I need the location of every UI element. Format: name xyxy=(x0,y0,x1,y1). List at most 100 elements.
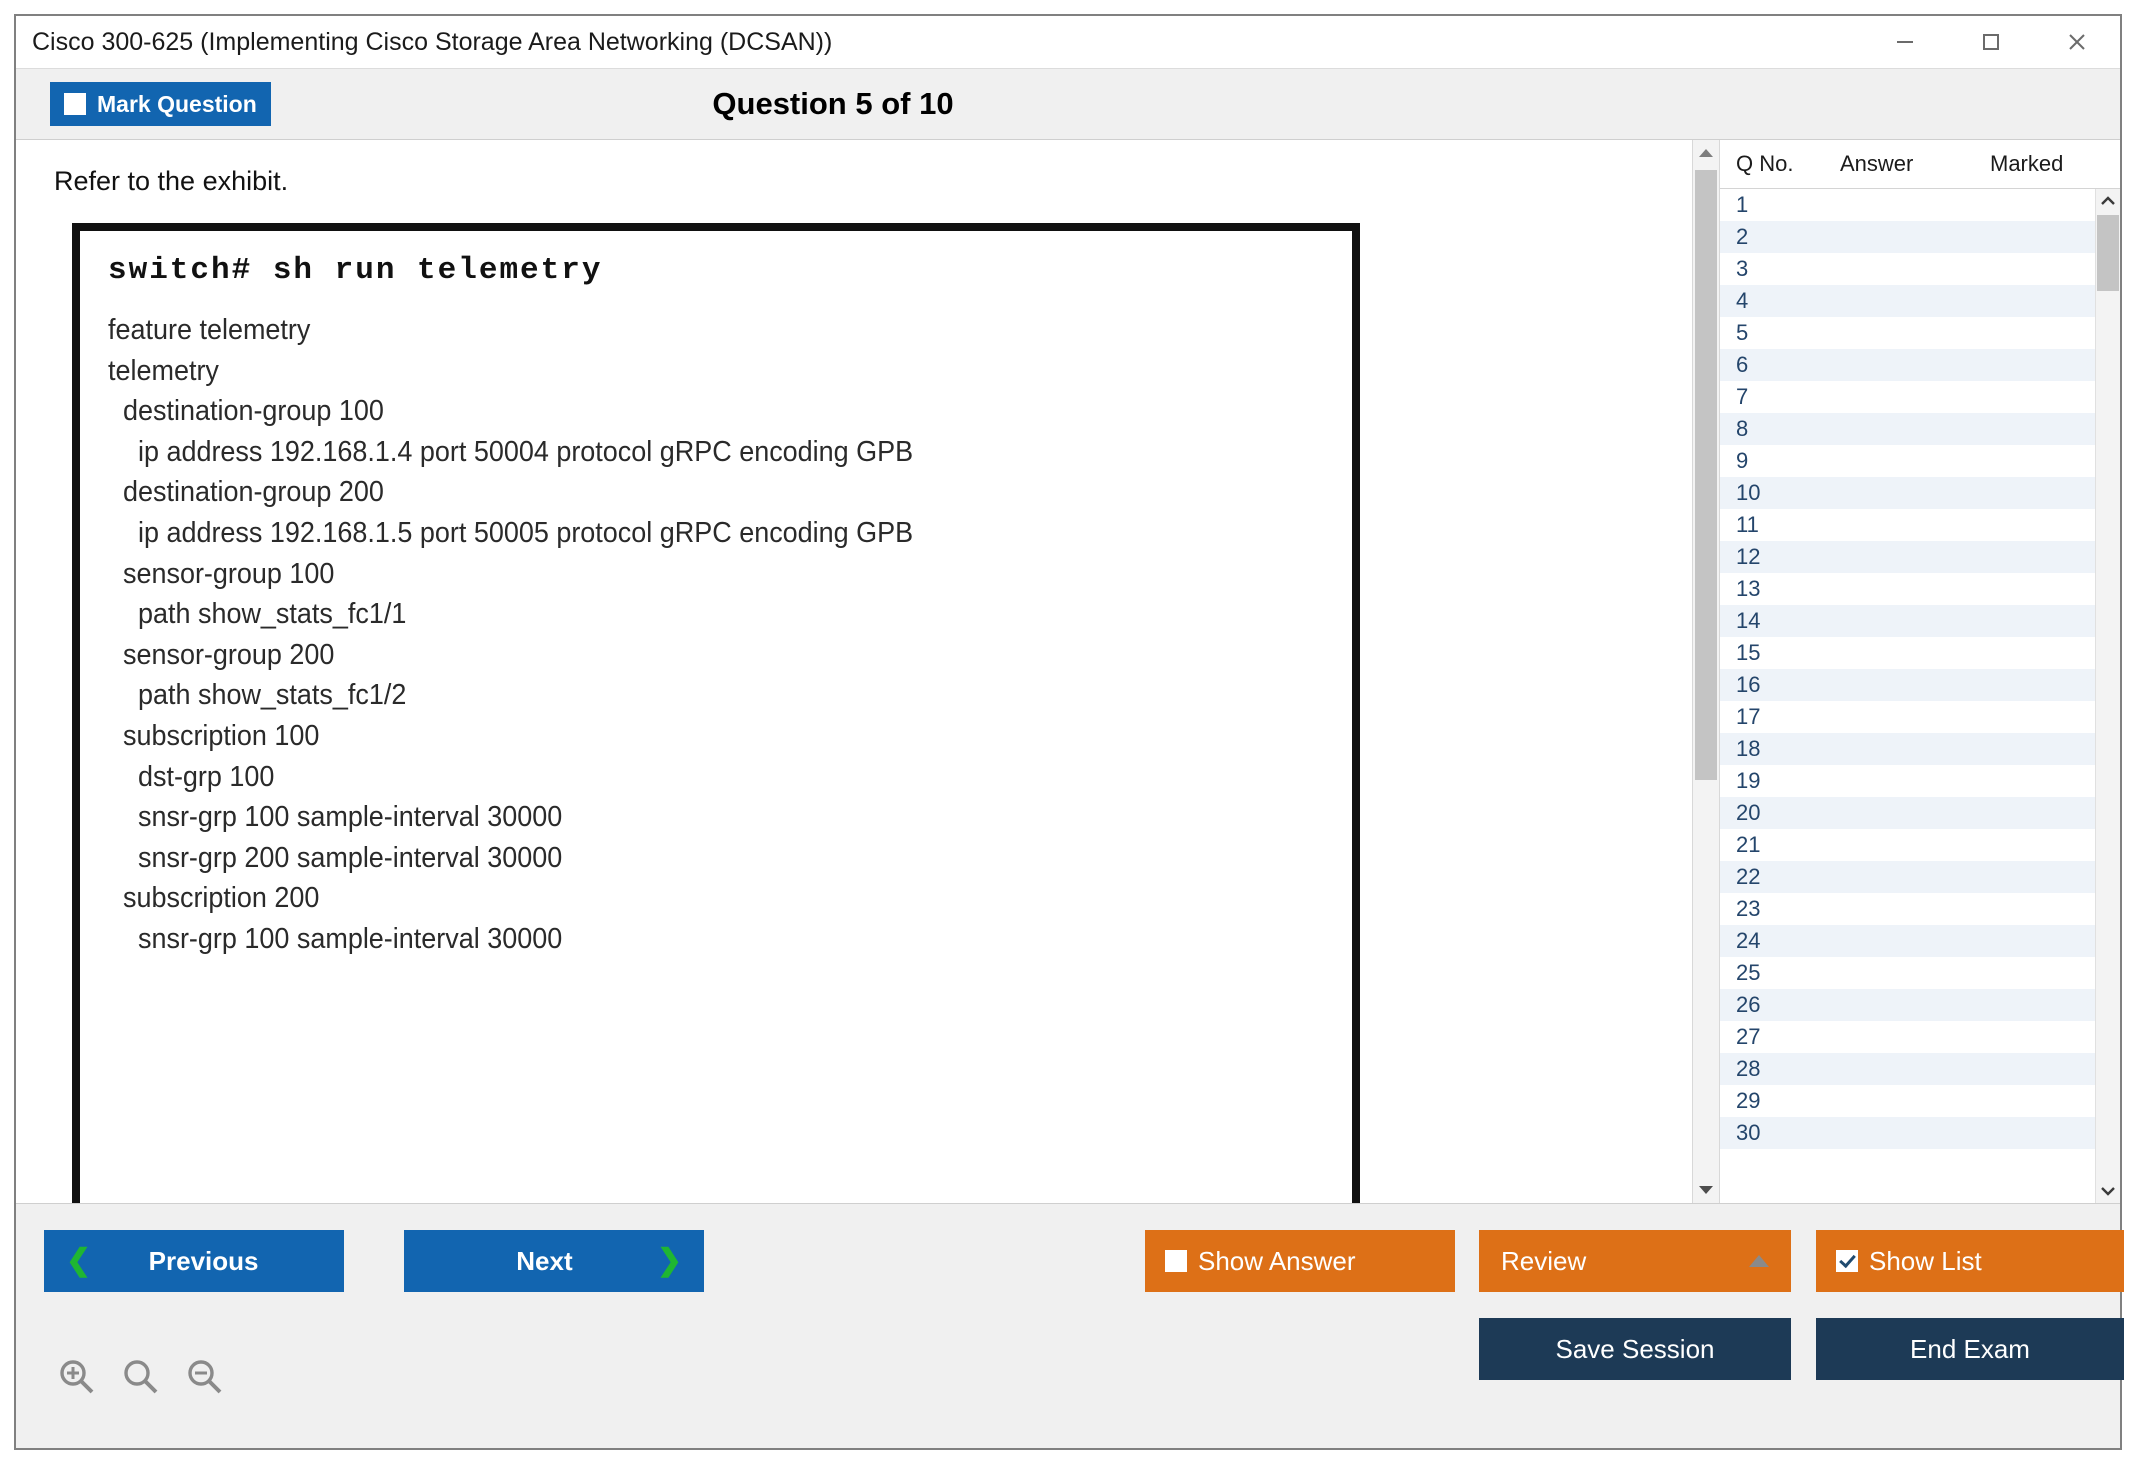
table-row[interactable]: 28 xyxy=(1720,1053,2095,1085)
end-exam-label: End Exam xyxy=(1910,1333,2030,1364)
table-row[interactable]: 24 xyxy=(1720,925,2095,957)
row-question-number: 20 xyxy=(1736,800,1761,825)
table-row[interactable]: 17 xyxy=(1720,701,2095,733)
show-list-label: Show List xyxy=(1869,1245,1982,1276)
previous-label: Previous xyxy=(148,1245,259,1276)
table-row[interactable]: 9 xyxy=(1720,445,2095,477)
table-row[interactable]: 5 xyxy=(1720,317,2095,349)
mark-question-button[interactable]: Mark Question xyxy=(50,82,271,126)
list-scroll-up-arrow-icon[interactable] xyxy=(2096,189,2120,213)
row-question-number: 21 xyxy=(1736,832,1761,857)
table-row[interactable]: 25 xyxy=(1720,957,2095,989)
column-header-qno: Q No. xyxy=(1736,151,1794,176)
triangle-up-icon xyxy=(1749,1255,1769,1267)
table-row[interactable]: 1 xyxy=(1720,189,2095,221)
mark-question-checkbox[interactable] xyxy=(64,93,86,115)
row-question-number: 19 xyxy=(1736,768,1761,793)
row-question-number: 29 xyxy=(1736,1088,1761,1113)
review-label: Review xyxy=(1501,1245,1587,1276)
row-question-number: 22 xyxy=(1736,864,1761,889)
maximize-icon[interactable] xyxy=(1948,17,2034,67)
show-answer-checkbox[interactable] xyxy=(1165,1250,1187,1272)
row-question-number: 11 xyxy=(1736,512,1759,537)
table-row[interactable]: 13 xyxy=(1720,573,2095,605)
row-question-number: 28 xyxy=(1736,1056,1761,1081)
table-row[interactable]: 10 xyxy=(1720,477,2095,509)
close-icon[interactable] xyxy=(2034,17,2120,67)
table-row[interactable]: 14 xyxy=(1720,605,2095,637)
row-question-number: 25 xyxy=(1736,960,1761,985)
show-answer-label: Show Answer xyxy=(1198,1245,1356,1276)
exam-window: Cisco 300-625 (Implementing Cisco Storag… xyxy=(14,14,2124,1450)
show-list-button[interactable]: Show List xyxy=(1816,1230,2124,1292)
mark-question-label: Mark Question xyxy=(97,90,257,117)
save-session-label: Save Session xyxy=(1555,1333,1715,1364)
exhibit-command: switch# sh run telemetry xyxy=(108,253,603,288)
row-question-number: 6 xyxy=(1736,352,1749,377)
table-row[interactable]: 29 xyxy=(1720,1085,2095,1117)
question-list-scrollbar[interactable] xyxy=(2095,189,2120,1203)
table-row[interactable]: 19 xyxy=(1720,765,2095,797)
table-row[interactable]: 23 xyxy=(1720,893,2095,925)
question-content-pane: Refer to the exhibit. switch# sh run tel… xyxy=(16,140,1692,1203)
row-question-number: 15 xyxy=(1736,640,1761,665)
question-prompt: Refer to the exhibit. xyxy=(54,166,289,196)
table-row[interactable]: 16 xyxy=(1720,669,2095,701)
next-button[interactable]: Next ❯ xyxy=(404,1230,704,1292)
end-exam-button[interactable]: End Exam xyxy=(1816,1318,2124,1380)
table-row[interactable]: 20 xyxy=(1720,797,2095,829)
table-row[interactable]: 11 xyxy=(1720,509,2095,541)
row-question-number: 17 xyxy=(1736,704,1761,729)
next-label: Next xyxy=(516,1245,573,1276)
zoom-out-icon[interactable] xyxy=(184,1356,226,1398)
table-row[interactable]: 2 xyxy=(1720,221,2095,253)
table-row[interactable]: 18 xyxy=(1720,733,2095,765)
save-session-button[interactable]: Save Session xyxy=(1479,1318,1791,1380)
row-question-number: 2 xyxy=(1736,224,1749,249)
table-row[interactable]: 3 xyxy=(1720,253,2095,285)
table-row[interactable]: 27 xyxy=(1720,1021,2095,1053)
row-question-number: 3 xyxy=(1736,256,1749,281)
row-question-number: 18 xyxy=(1736,736,1761,761)
row-question-number: 30 xyxy=(1736,1120,1761,1145)
list-scroll-down-arrow-icon[interactable] xyxy=(2096,1179,2120,1203)
zoom-reset-icon[interactable] xyxy=(120,1356,162,1398)
exhibit-image: switch# sh run telemetry feature telemet… xyxy=(72,223,1360,1203)
table-row[interactable]: 4 xyxy=(1720,285,2095,317)
table-row[interactable]: 26 xyxy=(1720,989,2095,1021)
table-row[interactable]: 21 xyxy=(1720,829,2095,861)
row-question-number: 14 xyxy=(1736,608,1761,633)
review-button[interactable]: Review xyxy=(1479,1230,1791,1292)
chevron-right-icon: ❯ xyxy=(656,1244,682,1277)
content-vertical-scrollbar[interactable] xyxy=(1692,140,1719,1203)
table-row[interactable]: 6 xyxy=(1720,349,2095,381)
table-row[interactable]: 7 xyxy=(1720,381,2095,413)
column-header-marked: Marked xyxy=(1990,151,2064,176)
row-question-number: 13 xyxy=(1736,576,1761,601)
chevron-left-icon: ❮ xyxy=(66,1244,92,1277)
show-answer-button[interactable]: Show Answer xyxy=(1145,1230,1455,1292)
table-row[interactable]: 12 xyxy=(1720,541,2095,573)
row-question-number: 8 xyxy=(1736,416,1749,441)
content-scrollbar-thumb[interactable] xyxy=(1695,170,1717,780)
previous-button[interactable]: ❮ Previous xyxy=(44,1230,344,1292)
window-title: Cisco 300-625 (Implementing Cisco Storag… xyxy=(32,27,833,56)
table-row[interactable]: 22 xyxy=(1720,861,2095,893)
table-row[interactable]: 8 xyxy=(1720,413,2095,445)
table-row[interactable]: 15 xyxy=(1720,637,2095,669)
scroll-down-arrow-icon[interactable] xyxy=(1693,1177,1719,1203)
list-scrollbar-thumb[interactable] xyxy=(2097,215,2119,291)
minimize-icon[interactable] xyxy=(1862,17,1948,67)
scroll-up-arrow-icon[interactable] xyxy=(1693,140,1719,166)
column-header-answer: Answer xyxy=(1840,151,1914,176)
zoom-controls xyxy=(56,1356,226,1398)
row-question-number: 26 xyxy=(1736,992,1761,1017)
table-row[interactable]: 30 xyxy=(1720,1117,2095,1149)
zoom-in-icon[interactable] xyxy=(56,1356,98,1398)
row-question-number: 24 xyxy=(1736,928,1761,953)
show-list-checkbox[interactable] xyxy=(1836,1250,1858,1272)
row-question-number: 4 xyxy=(1736,288,1749,313)
